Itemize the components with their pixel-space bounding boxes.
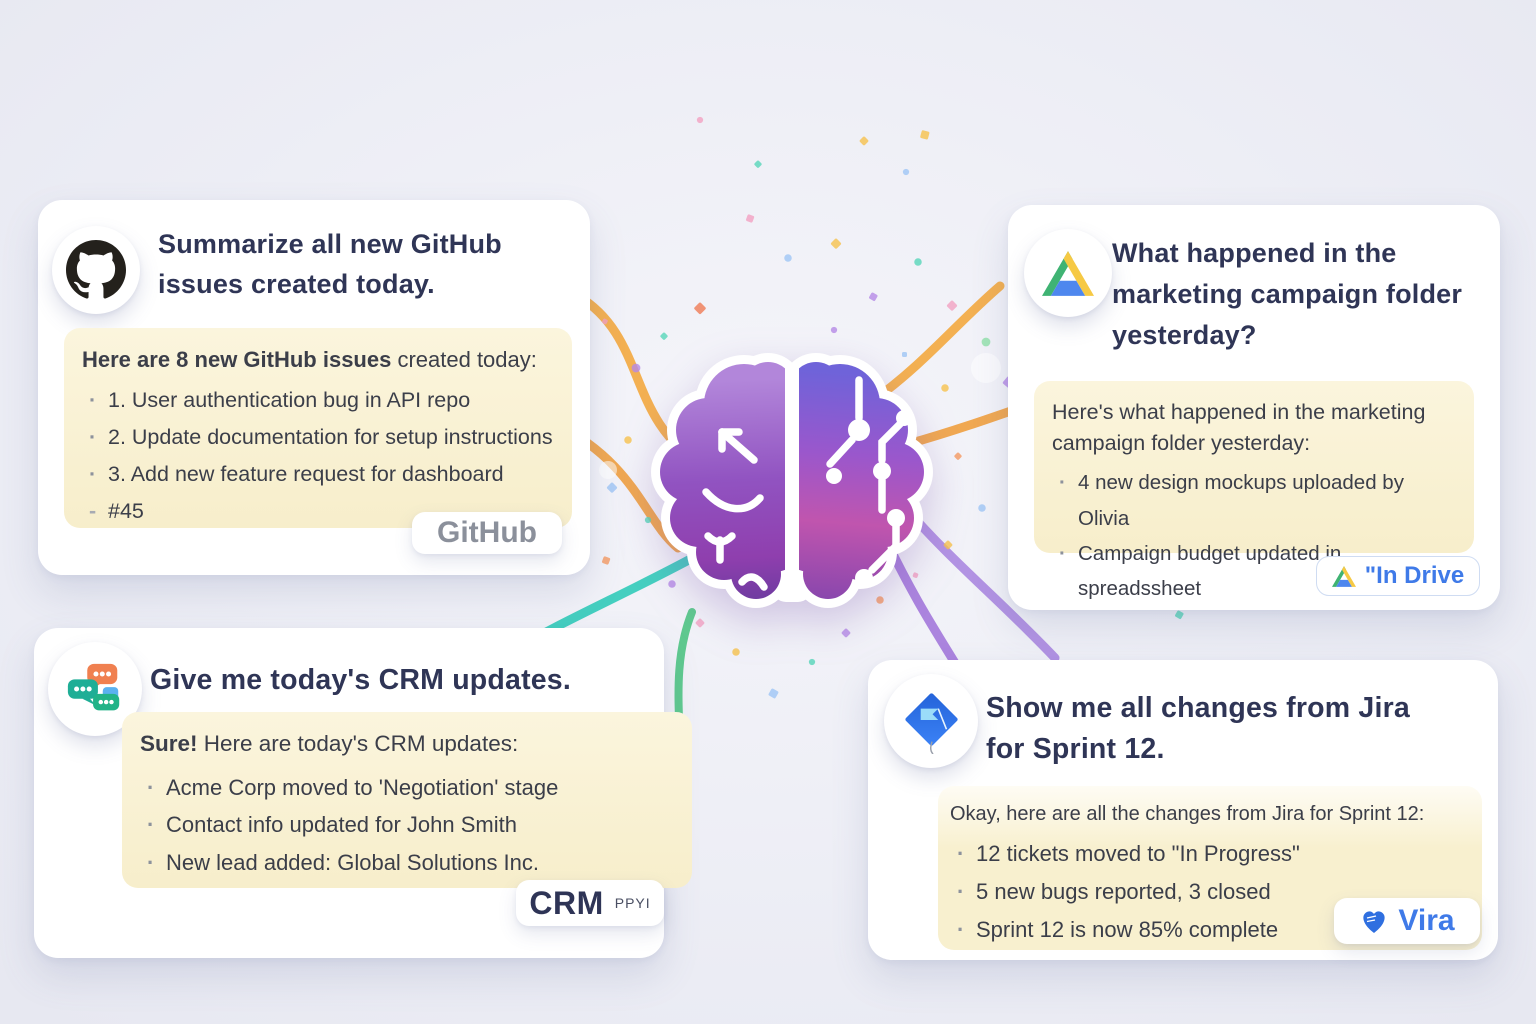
- list-item: Campaign budget updated in spreadssheet: [1052, 536, 1456, 607]
- brain-illustration: [642, 330, 942, 630]
- list-item: 5 new bugs reported, 3 closed: [950, 873, 1470, 911]
- crm-card: Give me today's CRM updates. Sure! Here …: [34, 628, 692, 958]
- github-card-title: Summarize all new GitHub issues created …: [158, 229, 502, 299]
- list-item: 4 new design mockups uploaded by Olivia: [1052, 465, 1456, 536]
- drive-card: What happened in the marketing campaign …: [1008, 205, 1500, 610]
- chat-bubbles-icon: [67, 663, 120, 711]
- crm-card-title: Give me today's CRM updates.: [150, 664, 571, 696]
- crm-badge-suffix: PPYI: [614, 895, 651, 911]
- octocat-icon: [66, 240, 126, 299]
- drive-badge-label: "In Drive: [1364, 562, 1465, 589]
- jira-badge[interactable]: Vira: [1334, 898, 1480, 944]
- heart-icon: [1363, 911, 1386, 933]
- crm-response-list: Acme Corp moved to 'Negotiation' stage C…: [122, 769, 692, 896]
- jira-flag-icon: [905, 693, 958, 754]
- github-response-intro: Here are 8 new GitHub issues created tod…: [82, 347, 537, 372]
- crm-response: Sure! Here are today's CRM updates: Acme…: [122, 712, 692, 888]
- drive-response-list: 4 new design mockups uploaded by Olivia …: [1034, 465, 1474, 620]
- github-icon: [52, 226, 140, 314]
- list-item: 3. Add new feature request for dashboard: [82, 456, 554, 493]
- crm-badge-label: CRM: [529, 884, 604, 921]
- list-item: 12 tickets moved to "In Progress": [950, 835, 1470, 873]
- jira-card-title: Show me all changes from Jira for Sprint…: [986, 692, 1410, 765]
- drive-response: Here's what happened in the marketing ca…: [1034, 381, 1474, 600]
- list-item: New lead added: Global Solutions Inc.: [140, 844, 674, 882]
- list-item: #45: [82, 493, 554, 530]
- crm-badge[interactable]: CRM PPYI: [516, 880, 664, 926]
- jira-card: Show me all changes from Jira for Sprint…: [868, 660, 1498, 960]
- github-badge[interactable]: GitHub: [412, 512, 562, 554]
- list-item: Contact info updated for John Smith: [140, 806, 674, 844]
- crm-response-intro: Sure! Here are today's CRM updates:: [140, 731, 519, 756]
- drive-card-title: What happened in the marketing campaign …: [1112, 238, 1463, 350]
- drive-badge[interactable]: "In Drive: [1316, 556, 1480, 596]
- drive-response-intro: Here's what happened in the marketing ca…: [1052, 400, 1426, 456]
- list-item: 2. Update documentation for setup instru…: [82, 419, 554, 456]
- drive-icon: [1024, 229, 1112, 317]
- split-brain-icon: [651, 353, 933, 608]
- list-item: Acme Corp moved to 'Negotiation' stage: [140, 769, 674, 807]
- github-response-list: 1. User authentication bug in API repo 2…: [64, 382, 572, 544]
- jira-response: Okay, here are all the changes from Jira…: [938, 786, 1482, 950]
- jira-badge-label: Vira: [1398, 904, 1455, 937]
- drive-triangle-icon: [1331, 565, 1356, 587]
- jira-response-intro: Okay, here are all the changes from Jira…: [950, 803, 1425, 825]
- jira-icon: [884, 674, 978, 768]
- list-item: Sprint 12 is now 85% complete: [950, 911, 1470, 949]
- list-item: 1. User authentication bug in API repo: [82, 382, 554, 419]
- github-card: Summarize all new GitHub issues created …: [38, 200, 590, 575]
- github-response: Here are 8 new GitHub issues created tod…: [64, 328, 572, 530]
- drive-triangle-icon: [1042, 250, 1094, 296]
- jira-response-list: 12 tickets moved to "In Progress" 5 new …: [938, 835, 1482, 960]
